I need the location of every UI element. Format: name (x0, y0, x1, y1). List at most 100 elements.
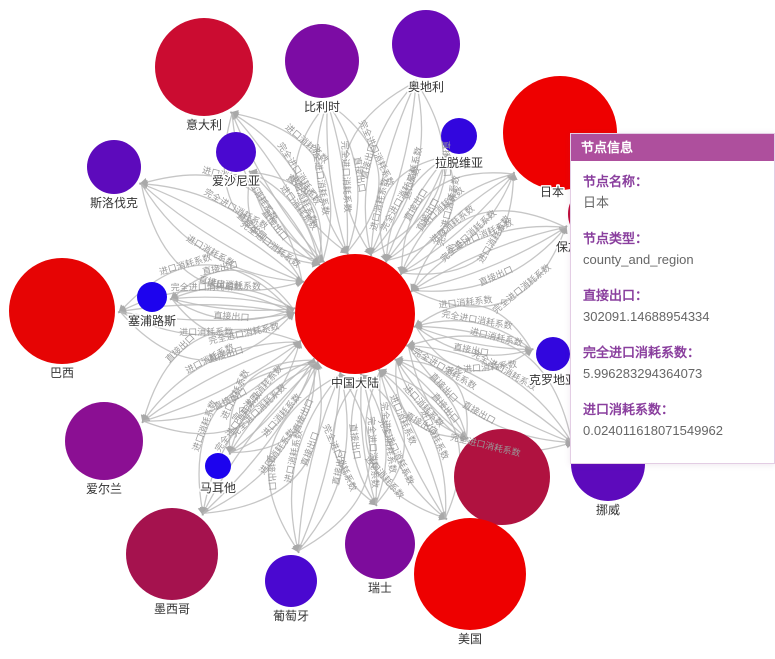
graph-node-奥地利[interactable] (392, 10, 460, 78)
graph-edge (199, 362, 318, 516)
graph-edge (410, 226, 566, 292)
graph-edge (119, 311, 295, 361)
graph-node-马耳他[interactable] (205, 453, 231, 479)
graph-edge (359, 374, 405, 505)
edge-label: 进口消耗系数 (207, 277, 262, 291)
graph-edge (359, 373, 378, 505)
graph-edge (360, 373, 387, 505)
field-label: 完全进口消耗系数： (583, 345, 701, 360)
graph-edge (297, 372, 371, 552)
graph-edge (399, 173, 514, 275)
graph-edge (141, 341, 300, 424)
node-label: 意大利 (186, 117, 222, 132)
graph-edge (370, 79, 445, 255)
node-info-panel: 节点信息 节点名称： 日本 节点类型： county_and_region 直接… (570, 133, 775, 464)
node-label: 挪威 (596, 503, 620, 517)
field-label: 进口消耗系数： (583, 402, 675, 417)
graph-node-中国大陆[interactable] (295, 254, 415, 374)
graph-edge (385, 153, 452, 262)
field-node-type: 节点类型： county_and_region (583, 228, 762, 270)
graph-node-意大利[interactable] (155, 18, 253, 116)
node-label: 马耳他 (200, 481, 236, 495)
graph-edge (202, 360, 323, 515)
graph-edge (394, 358, 468, 438)
graph-edge (171, 298, 296, 314)
graph-edge (413, 320, 532, 351)
graph-edge (332, 375, 378, 506)
graph-node-巴西[interactable] (9, 258, 115, 364)
graph-edge (410, 225, 566, 293)
graph-edge (405, 343, 573, 444)
node-label: 巴西 (50, 366, 74, 380)
node-label: 瑞士 (368, 581, 392, 595)
graph-edge (138, 179, 303, 283)
graph-edge (326, 102, 350, 255)
graph-edge (364, 81, 417, 257)
graph-node-葡萄牙[interactable] (265, 555, 317, 607)
graph-node-unnamed[interactable] (454, 429, 550, 525)
graph-edge (202, 360, 321, 514)
graph-edge (325, 101, 380, 253)
graph-node-爱沙尼亚[interactable] (216, 132, 256, 172)
graph-edge (171, 298, 296, 338)
graph-edge (229, 357, 315, 454)
node-label: 奥地利 (408, 80, 444, 94)
graph-edge (248, 170, 319, 265)
graph-node-比利时[interactable] (285, 24, 359, 98)
graph-edge (227, 359, 314, 456)
graph-edge (379, 155, 448, 263)
graph-edge (294, 374, 342, 554)
node-info-title: 节点信息 (571, 134, 774, 161)
graph-edge (412, 225, 568, 292)
graph-node-爱尔兰[interactable] (65, 402, 143, 480)
graph-edge (382, 155, 448, 264)
edge-label: 完全进口消耗系数 (340, 140, 354, 212)
edge-label: 直接出口 (441, 141, 453, 177)
graph-edge (297, 371, 345, 552)
field-direct-export: 直接出口： 302091.14688954334 (583, 285, 762, 327)
graph-edge (143, 339, 302, 422)
graph-node-美国[interactable] (414, 518, 526, 630)
graph-node-斯洛伐克[interactable] (87, 140, 141, 194)
graph-edge (197, 362, 318, 516)
node-label: 拉脱维亚 (435, 155, 483, 170)
field-value: 302091.14688954334 (583, 309, 710, 324)
node-label: 克罗地亚 (529, 373, 577, 387)
node-label: 塞浦路斯 (128, 313, 176, 328)
graph-node-克罗地亚[interactable] (536, 337, 570, 371)
graph-edge (315, 102, 349, 255)
graph-edge (410, 210, 566, 293)
graph-node-塞浦路斯[interactable] (137, 282, 167, 312)
graph-edge (415, 325, 534, 372)
field-full-import-coefficient: 完全进口消耗系数： 5.996283294364073 (583, 342, 762, 384)
edge-label: 直接出口 (348, 423, 364, 460)
graph-edge (169, 286, 294, 310)
graph-node-墨西哥[interactable] (126, 508, 218, 600)
node-label: 美国 (458, 632, 482, 646)
graph-edge (250, 171, 321, 266)
graph-edge (401, 171, 516, 274)
field-node-name: 节点名称： 日本 (583, 171, 762, 213)
graph-edge (405, 335, 573, 443)
node-label: 墨西哥 (154, 602, 190, 616)
node-label: 葡萄牙 (273, 609, 309, 623)
graph-edge (141, 341, 300, 423)
graph-edge (350, 375, 378, 507)
graph-edge (378, 369, 447, 519)
graph-edge (385, 153, 450, 261)
graph-edge (119, 310, 296, 321)
edge-label: 直接出口 (352, 156, 368, 193)
field-value: 5.996283294364073 (583, 366, 703, 381)
graph-edge (228, 359, 314, 455)
graph-edge (169, 293, 294, 310)
graph-node-拉脱维亚[interactable] (441, 118, 477, 154)
graph-edge (297, 371, 348, 552)
node-label: 爱尔兰 (86, 481, 122, 496)
edge-label: 直接出口 (265, 454, 278, 491)
graph-node-瑞士[interactable] (345, 509, 415, 579)
field-label: 节点类型： (583, 231, 649, 246)
graph-edge (117, 304, 294, 315)
node-label: 斯洛伐克 (90, 195, 138, 210)
graph-edge (140, 328, 300, 424)
graph-edge (230, 111, 324, 262)
